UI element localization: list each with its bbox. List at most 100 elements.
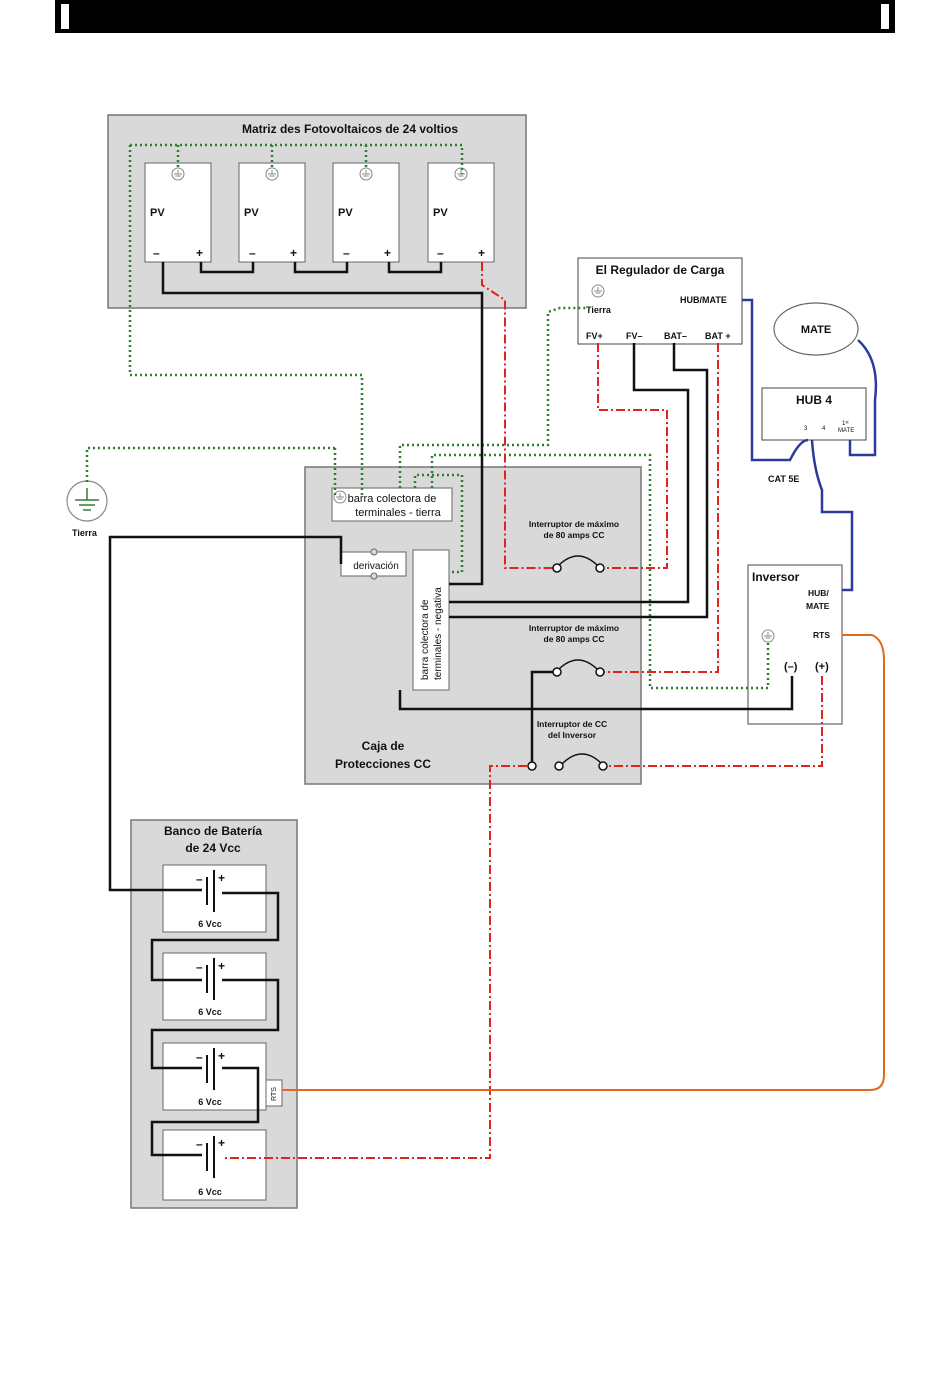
hub-title: HUB 4 — [796, 393, 832, 407]
ground-wires — [85, 143, 770, 690]
battery-plus: + — [218, 959, 225, 973]
battery-minus: – — [196, 960, 203, 974]
ground-bus-bar — [331, 487, 453, 522]
pv-panel-label: PV — [244, 207, 259, 219]
positive-wire — [222, 765, 527, 1159]
inverter-pos: (+) — [815, 661, 829, 673]
header-bar-right-mark — [881, 4, 889, 29]
comm-cable — [810, 439, 854, 592]
hub-port-mate-1: 1ˢᵗ — [842, 420, 849, 427]
breaker-3 — [527, 753, 608, 771]
negative-wire — [108, 535, 343, 892]
terminal-bat-minus: BAT– — [664, 331, 687, 341]
ground-wire — [398, 306, 590, 488]
dc-box-title-1: Caja de — [362, 739, 405, 753]
negative-wire — [449, 343, 690, 604]
battery-minus: – — [196, 872, 203, 886]
ground-wire — [85, 446, 335, 482]
neg-bar-label-2: terminales - negativa — [433, 587, 444, 680]
negative-wire — [161, 262, 484, 586]
pv-plus: + — [478, 246, 485, 260]
breakers — [527, 555, 608, 771]
dc-protection-box: barra colectora de terminales - tierra d… — [304, 466, 642, 785]
header-bar-left-mark — [61, 4, 69, 29]
battery-bank-title-2: de 24 Vcc — [185, 841, 241, 855]
charge-controller-hub-mate: HUB/MATE — [680, 295, 727, 305]
terminal-pv-minus: FV– — [626, 331, 643, 341]
pv-minus: – — [153, 246, 160, 260]
positive-wire — [597, 343, 668, 569]
hub-4: HUB 4 3 4 1ˢᵗ MATE CAT 5E — [761, 387, 867, 484]
hub-port-4: 4 — [822, 426, 826, 432]
positive-wire — [601, 343, 719, 673]
pv-panel-label: PV — [338, 207, 353, 219]
breaker-2 — [552, 659, 605, 677]
pv-panel-label: PV — [433, 207, 448, 219]
pv-minus: – — [343, 246, 350, 260]
pv-plus: + — [196, 246, 203, 260]
earth-ground-label: Tierra — [72, 528, 98, 538]
battery-cell-label: 6 Vcc — [198, 1097, 222, 1107]
breaker-1-label-2: de 80 amps CC — [544, 530, 605, 540]
ground-icon — [171, 167, 185, 181]
battery-cell-2: – + 6 Vcc — [162, 952, 267, 1021]
pv-array-title: Matriz des Fotovoltaicos de 24 voltios — [242, 122, 458, 136]
positive-wire — [605, 676, 823, 767]
comm-cable — [742, 298, 809, 462]
dc-box-title-2: Protecciones CC — [335, 757, 431, 771]
ground-wire — [413, 473, 464, 574]
battery-link — [150, 1066, 260, 1157]
ground-icon — [265, 167, 279, 181]
battery-plus: + — [218, 1049, 225, 1063]
breaker-3-label-2: del Inversor — [548, 730, 597, 740]
battery-plus: + — [218, 871, 225, 885]
charge-controller: El Regulador de Carga Tierra HUB/MATE FV… — [577, 257, 743, 345]
comm-wires — [742, 298, 878, 592]
battery-minus: – — [196, 1050, 203, 1064]
pv-plus: + — [384, 246, 391, 260]
battery-cell-label: 6 Vcc — [198, 1007, 222, 1017]
battery-bank-title-1: Banco de Batería — [164, 824, 262, 838]
mate-display: MATE — [773, 302, 859, 356]
pv-panel-1: PV – + — [144, 162, 212, 263]
ground-icon — [591, 284, 605, 298]
battery-cell-label: 6 Vcc — [198, 919, 222, 929]
inverter: Inversor HUB/ MATE RTS (–) (+) — [747, 564, 843, 725]
pv-panel-3: PV – + — [332, 162, 400, 263]
battery-rts-label: RTS — [271, 1087, 278, 1101]
positive-wire — [481, 262, 557, 569]
charge-controller-ground-label: Tierra — [586, 305, 612, 315]
battery-minus: – — [196, 1137, 203, 1151]
negative-wire — [449, 343, 709, 619]
breaker-link — [530, 670, 557, 765]
inverter-title: Inversor — [752, 570, 800, 584]
ground-wire — [130, 143, 464, 174]
earth-ground: Tierra — [66, 480, 108, 538]
breaker-2-label-2: de 80 amps CC — [544, 634, 605, 644]
ground-wire — [176, 145, 368, 168]
ground-icon — [333, 490, 347, 504]
ground-icon — [359, 167, 373, 181]
positive-wires — [222, 262, 823, 1159]
pv-plus: + — [290, 246, 297, 260]
inverter-hub-1: HUB/ — [808, 588, 829, 598]
ground-bar-label-2: terminales - tierra — [355, 507, 441, 519]
neg-bar-label-1: barra colectora de — [420, 599, 431, 680]
negative-bus-bar — [412, 549, 450, 691]
breaker-1 — [552, 555, 605, 573]
breaker-3-label-1: Interruptor de CC — [537, 719, 607, 729]
wires — [85, 143, 885, 1159]
breaker-2-label-1: Interruptor de máximo — [529, 623, 619, 633]
hub-cable-label: CAT 5E — [768, 474, 799, 484]
comm-cable — [848, 339, 878, 457]
inverter-rts: RTS — [813, 630, 830, 640]
battery-cell-label: 6 Vcc — [198, 1187, 222, 1197]
terminal-bat-plus: BAT + — [705, 331, 731, 341]
negative-wires — [108, 262, 794, 1157]
mate-label: MATE — [801, 324, 831, 336]
shunt — [340, 551, 407, 577]
breaker-1-label-1: Interruptor de máximo — [529, 519, 619, 529]
ground-icon — [761, 629, 775, 643]
shunt-label: derivación — [353, 561, 399, 572]
